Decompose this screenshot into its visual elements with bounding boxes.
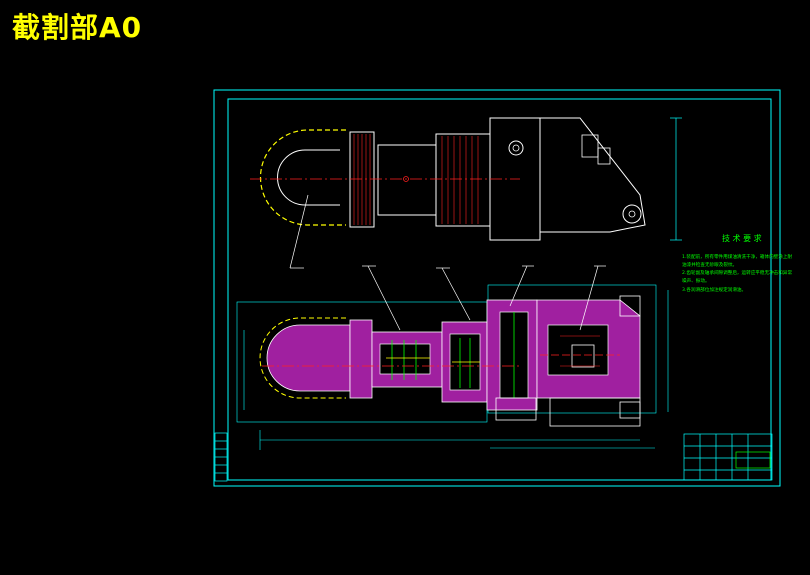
- drawing-frame: [213, 89, 781, 487]
- notes-line-2: 油漆并检查无砂眼及裂纹。: [682, 261, 737, 268]
- section-view: [236, 265, 669, 450]
- notes-line-1: 1.装配前，所有零件用煤油清洗干净，箱体内壁涂上耐: [682, 253, 792, 260]
- top-view: [250, 117, 682, 269]
- title-block: [683, 433, 773, 481]
- drawing-title: 截割部A0: [12, 11, 143, 44]
- notes-line-4: 噪声、振动。: [682, 277, 710, 284]
- notes-line-3: 2.齿轮副及轴承间隙调整后，运转应平稳无冲击和异常: [682, 269, 792, 276]
- notes-heading: 技 术 要 求: [722, 233, 762, 243]
- notes-line-5: 3.各润滑部位加注规定润滑油。: [682, 286, 746, 293]
- technical-requirements: 技 术 要 求 1.装配前，所有零件用煤油清洗干净，箱体内壁涂上耐 油漆并检查无…: [682, 233, 792, 293]
- margin-grid: [214, 432, 228, 482]
